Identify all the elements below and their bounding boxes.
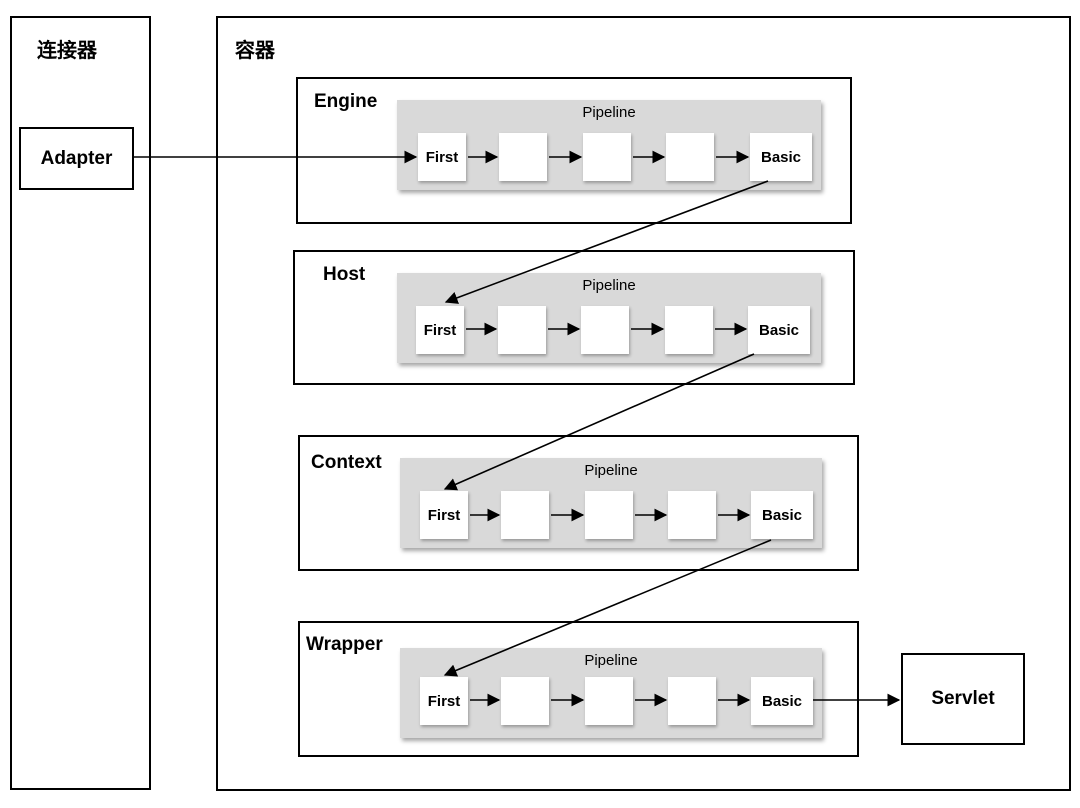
host-label: Host	[323, 264, 366, 285]
pipeline-label: Pipeline	[582, 277, 636, 294]
wrapper-valve-3	[585, 677, 633, 725]
engine-basic-valve: Basic	[750, 133, 812, 181]
pipeline-label: Pipeline	[582, 104, 636, 121]
wrapper-valve-4	[668, 677, 716, 725]
context-valve-4	[668, 491, 716, 539]
context-label: Context	[311, 452, 382, 473]
host-valve-3	[581, 306, 629, 354]
wrapper-valve-2	[501, 677, 549, 725]
wrapper-basic-valve: Basic	[751, 677, 813, 725]
wrapper-first-valve: First	[420, 677, 468, 725]
engine-valve-4	[666, 133, 714, 181]
host-valve-2	[498, 306, 546, 354]
engine-first-valve: First	[418, 133, 466, 181]
host-first-valve: First	[416, 306, 464, 354]
connector-title: 连接器	[37, 40, 97, 62]
context-valve-3	[585, 491, 633, 539]
context-valve-2	[501, 491, 549, 539]
host-basic-valve: Basic	[748, 306, 810, 354]
pipeline-label: Pipeline	[584, 652, 638, 669]
adapter-box: Adapter	[19, 127, 134, 190]
context-first-valve: First	[420, 491, 468, 539]
container-title: 容器	[235, 40, 275, 62]
wrapper-label: Wrapper	[306, 634, 383, 655]
context-basic-valve: Basic	[751, 491, 813, 539]
pipeline-label: Pipeline	[584, 462, 638, 479]
servlet-box: Servlet	[901, 653, 1025, 745]
engine-valve-2	[499, 133, 547, 181]
engine-label: Engine	[314, 91, 378, 112]
engine-valve-3	[583, 133, 631, 181]
host-valve-4	[665, 306, 713, 354]
